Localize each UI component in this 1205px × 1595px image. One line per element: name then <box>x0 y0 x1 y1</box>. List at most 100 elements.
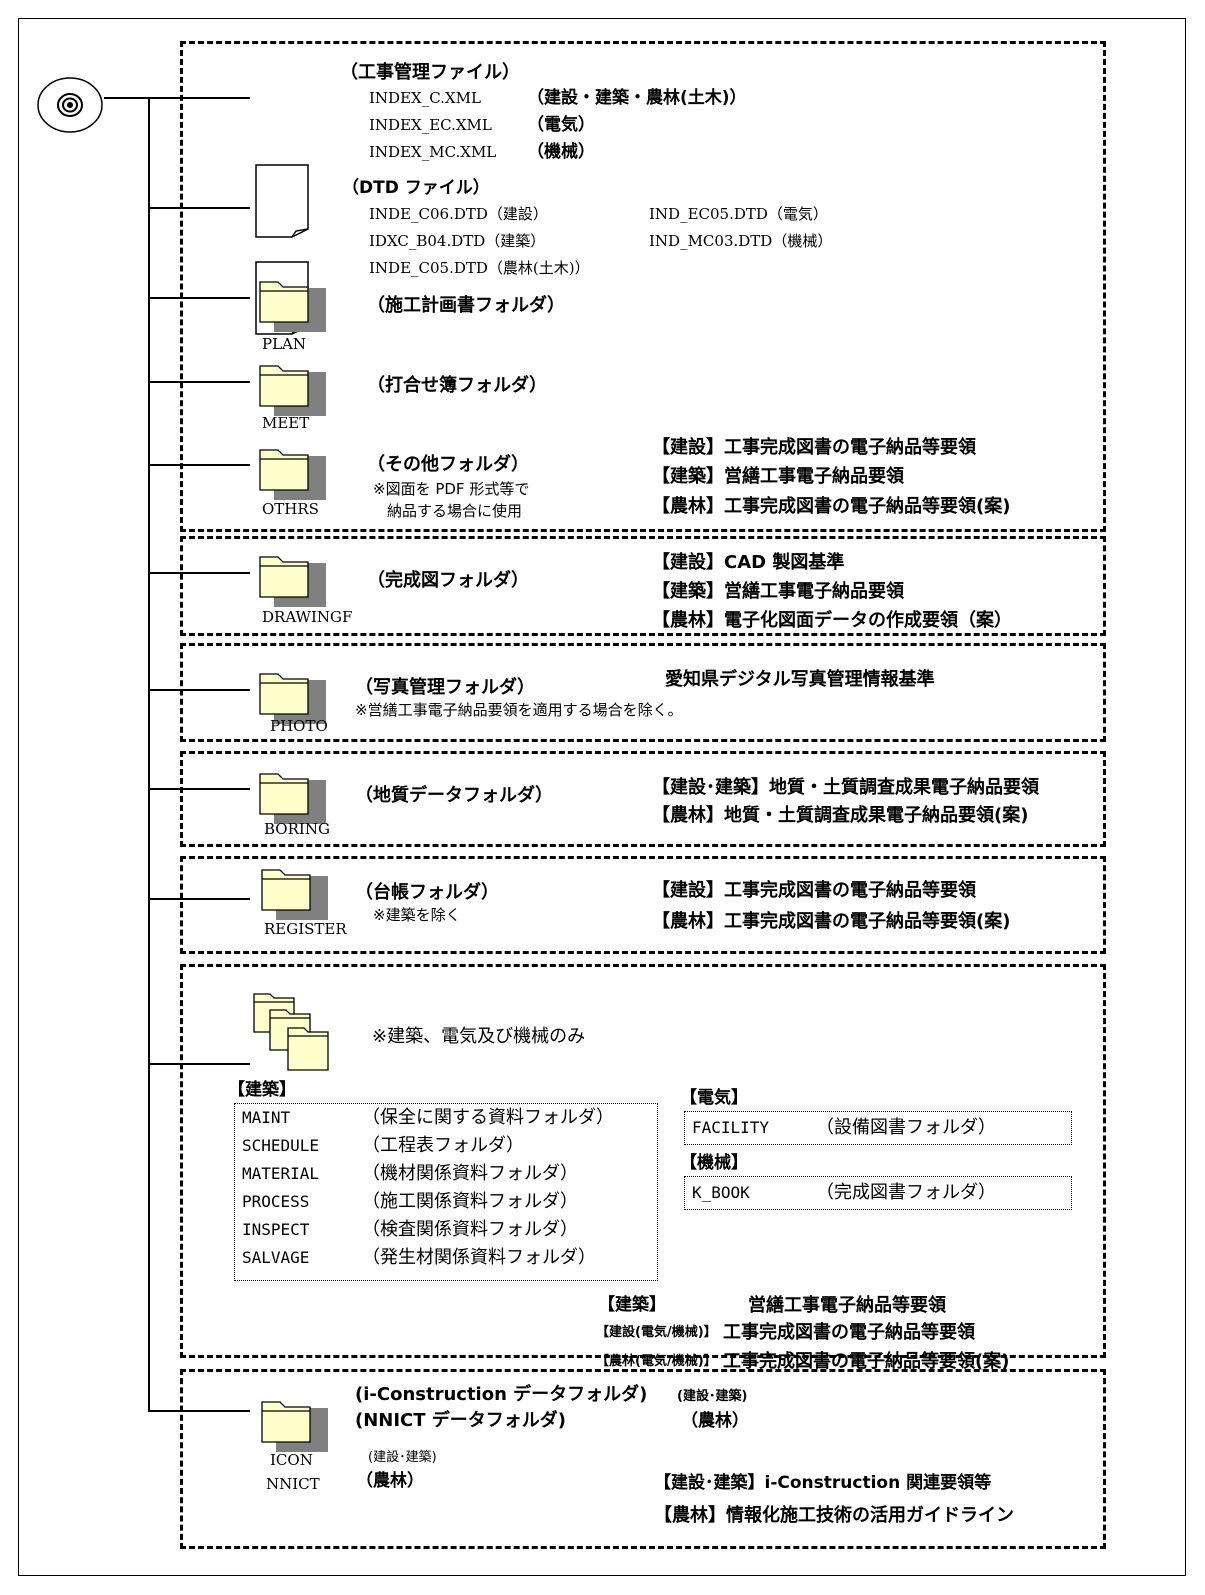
reference-text: 工事完成図書の電子納品等要領 <box>723 1322 975 1343</box>
reference-text: 【農林】情報化施工技術の活用ガイドライン <box>654 1505 1014 1526</box>
dtd-file-title: （DTD ファイル） <box>342 178 490 198</box>
folder-title-icon-scope: (建設･建築) <box>677 1389 748 1404</box>
stacked-folders-icon <box>253 993 329 1071</box>
folder-code: MAINT <box>242 1108 291 1127</box>
reference-text: 【建設･建築】地質・土質調査成果電子納品要領 <box>652 777 1039 798</box>
folder-desc: （施工関係資料フォルダ） <box>362 1191 578 1212</box>
folder-desc: （機材関係資料フォルダ） <box>362 1163 578 1184</box>
dtd-file: INDE_C05.DTD（農林(土木)） <box>369 259 590 277</box>
folder-title-boring: （地質データフォルダ） <box>355 785 553 806</box>
folder-label-nnict: NNICT <box>266 1475 320 1493</box>
reference-tag: 【農林(電気/機械)】 <box>596 1354 717 1369</box>
kikai-list <box>684 1176 1072 1210</box>
folder-code: MATERIAL <box>242 1164 320 1183</box>
dtd-file: IND_EC05.DTD（電気） <box>649 205 828 223</box>
folder-title-meet: （打合せ簿フォルダ） <box>367 375 547 396</box>
branch <box>148 1410 250 1412</box>
folder-title-register: （台帳フォルダ） <box>355 882 499 903</box>
folder-title-drawingf: （完成図フォルダ） <box>367 570 529 591</box>
folder-label-photo: PHOTO <box>270 717 328 735</box>
branch <box>148 207 250 209</box>
othrs-note: ※図面を PDF 形式等で <box>373 480 530 498</box>
reference-tag: 【建築】 <box>598 1295 666 1315</box>
denki-list <box>684 1111 1072 1145</box>
file-name: INDEX_C.XML <box>369 89 481 107</box>
file-name: INDEX_MC.XML <box>369 143 497 161</box>
reference-text: 【建設】工事完成図書の電子納品等要領 <box>652 880 976 901</box>
section-boring <box>180 751 1106 847</box>
kenchiku-heading: 【建築】 <box>228 1080 296 1100</box>
disc-icon <box>37 77 103 133</box>
reference-text: 【農林】電子化図面データの作成要領（案） <box>652 610 1012 631</box>
dtd-file: IND_MC03.DTD（機械） <box>649 232 833 250</box>
file-desc: （電気） <box>527 115 595 135</box>
reference-text: 【農林】工事完成図書の電子納品等要領(案) <box>652 496 1011 517</box>
reference-tag: 【建設(電気/機械)】 <box>596 1325 717 1340</box>
reference-text: 【建築】営繕工事電子納品要領 <box>652 581 904 602</box>
mgmt-file-title: （工事管理ファイル） <box>340 62 520 83</box>
page-frame <box>18 18 1186 1576</box>
folder-desc: （検査関係資料フォルダ） <box>362 1219 578 1240</box>
branch <box>148 464 250 466</box>
reference-text: 【建設･建築】i-Construction 関連要領等 <box>654 1473 992 1493</box>
folder-icon <box>261 1401 328 1452</box>
folder-icon <box>259 673 326 724</box>
tree-trunk <box>148 97 150 1412</box>
branch <box>148 689 250 691</box>
section-files-others <box>180 41 1106 532</box>
section-register <box>180 856 1106 954</box>
folder-icon <box>259 556 326 607</box>
folder-code: INSPECT <box>242 1220 310 1239</box>
folder-label-register: REGISTER <box>264 920 347 938</box>
branch <box>148 1063 250 1065</box>
register-note: ※建築を除く <box>373 906 461 924</box>
folder-code: PROCESS <box>242 1192 310 1211</box>
folder-code: SCHEDULE <box>242 1136 320 1155</box>
section-photo <box>180 643 1106 742</box>
folder-desc: （保全に関する資料フォルダ） <box>362 1107 614 1128</box>
folder-title-icon: (i-Construction データフォルダ) <box>355 1384 648 1405</box>
folder-label-othrs: OTHRS <box>262 500 319 518</box>
folder-code: K_BOOK <box>692 1183 750 1202</box>
folder-title-photo: （写真管理フォルダ） <box>355 677 535 698</box>
kenchiku-list <box>234 1103 658 1281</box>
folder-label-icon: ICON <box>270 1451 313 1469</box>
reference-text: 愛知県デジタル写真管理情報基準 <box>665 669 935 690</box>
branch <box>148 788 250 790</box>
reference-text: 【建設】工事完成図書の電子納品等要領 <box>652 437 976 458</box>
reference-text: 【農林】地質・土質調査成果電子納品要領(案) <box>652 805 1029 826</box>
folder-title-nnict-scope: （農林） <box>681 1411 749 1431</box>
section-drawingf <box>180 536 1106 636</box>
folder-label-plan: PLAN <box>262 335 307 353</box>
dtd-file: IDXC_B04.DTD（建築） <box>369 232 546 250</box>
icon-sub-label: (建設･建築) <box>368 1450 437 1465</box>
branch <box>148 297 250 299</box>
file-name: INDEX_EC.XML <box>369 116 492 134</box>
tree-root-connector <box>104 97 250 99</box>
reference-text: 【農林】工事完成図書の電子納品等要領(案) <box>652 911 1011 932</box>
kikai-heading: 【機械】 <box>680 1153 748 1173</box>
folder-desc: （発生材関係資料フォルダ） <box>362 1247 596 1268</box>
folder-code: FACILITY <box>692 1118 770 1137</box>
branch <box>148 898 250 900</box>
folder-title-othrs: （その他フォルダ） <box>367 454 529 475</box>
folder-icon <box>259 365 326 416</box>
folder-label-boring: BORING <box>264 820 330 838</box>
folder-label-meet: MEET <box>262 414 310 432</box>
folder-icon <box>259 773 326 824</box>
othrs-note: 納品する場合に使用 <box>387 502 523 520</box>
file-desc: （建設・建築・農林(土木)） <box>527 88 747 108</box>
folder-title-nnict: (NNICT データフォルダ) <box>355 1410 567 1431</box>
photo-note: ※営繕工事電子納品要領を適用する場合を除く。 <box>355 701 683 719</box>
folder-code: SALVAGE <box>242 1248 310 1267</box>
folder-icon <box>259 449 326 500</box>
reference-text: 【建築】営繕工事電子納品要領 <box>652 466 904 487</box>
folder-desc: （設備図書フォルダ） <box>816 1117 996 1138</box>
document-icon <box>255 164 309 238</box>
multi-note: ※建築、電気及び機械のみ <box>372 1026 586 1047</box>
folder-label-drawingf: DRAWINGF <box>262 608 353 626</box>
folder-desc: （完成図書フォルダ） <box>816 1182 996 1203</box>
reference-text: 工事完成図書の電子納品等要領(案) <box>723 1351 1010 1372</box>
folder-title-plan: （施工計画書フォルダ） <box>367 295 565 316</box>
branch <box>148 381 250 383</box>
